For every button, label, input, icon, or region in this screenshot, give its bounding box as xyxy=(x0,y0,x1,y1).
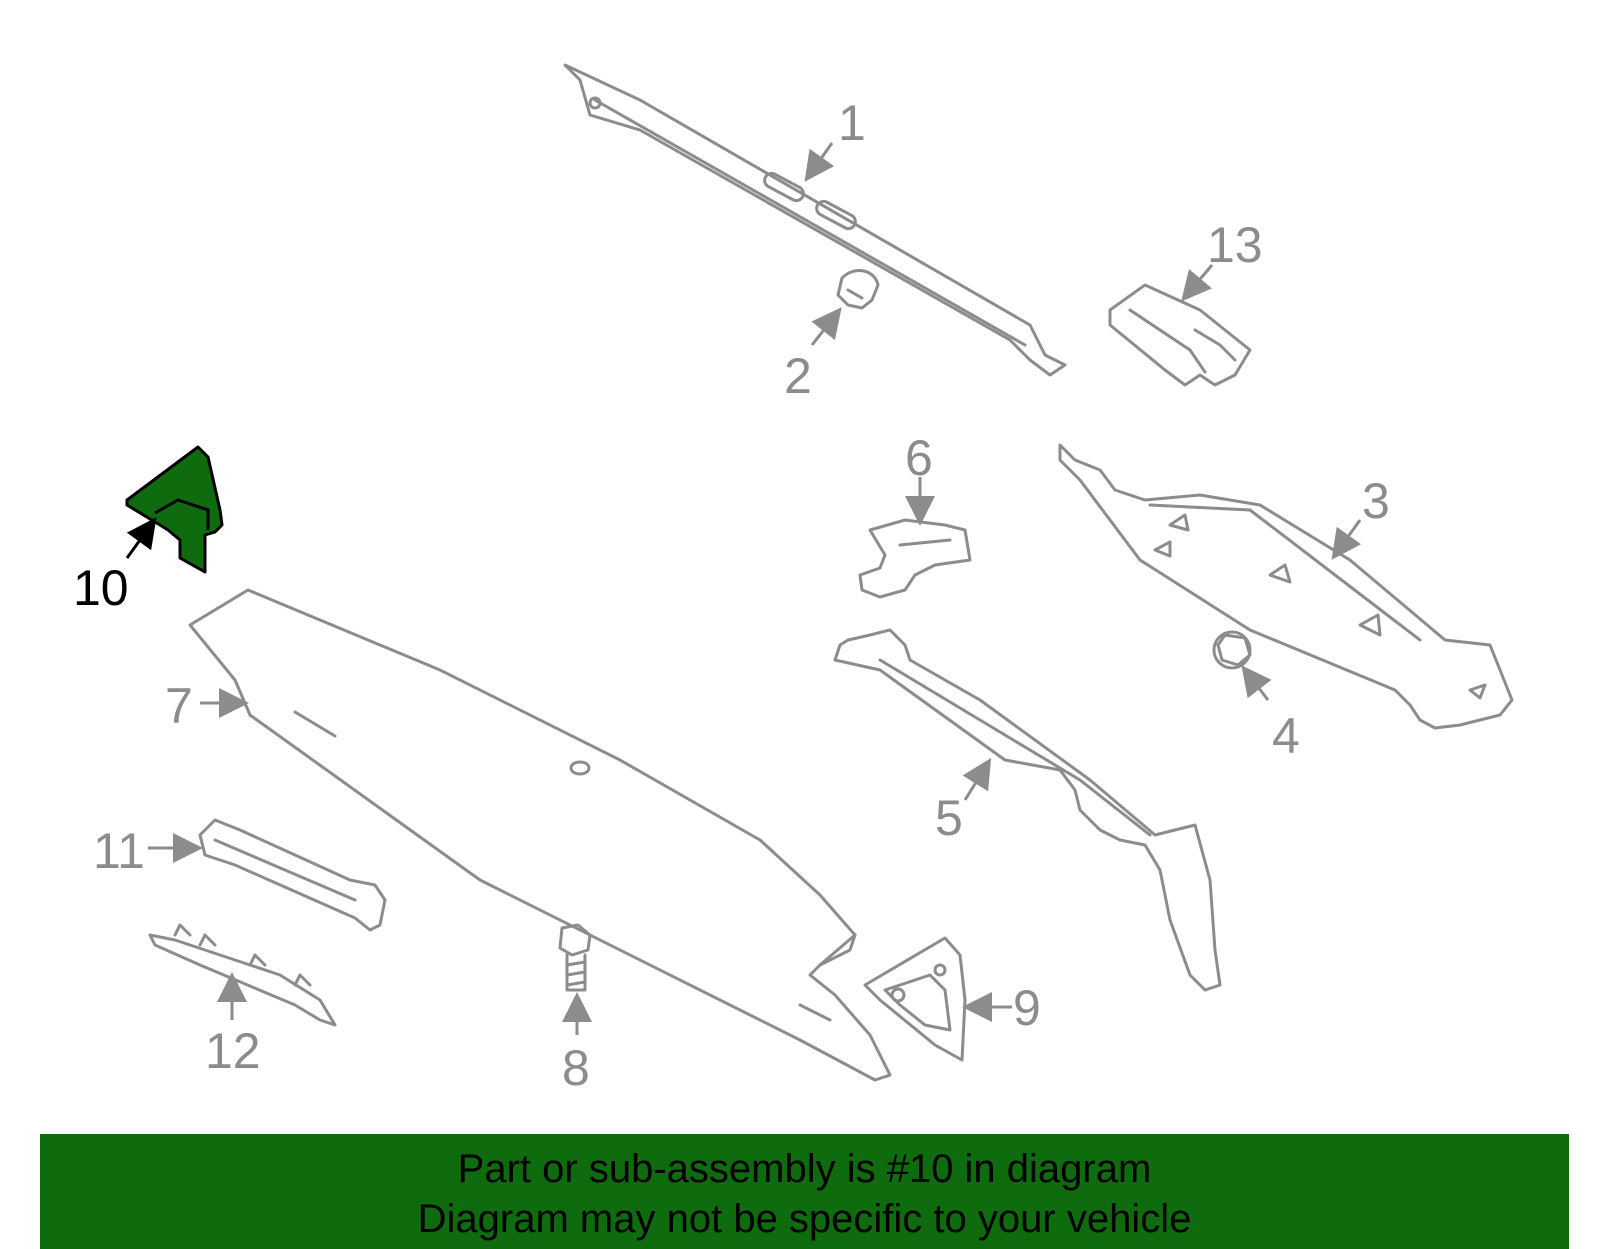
part-7-spoiler[interactable] xyxy=(188,588,892,1082)
callout-13: 13 xyxy=(1207,217,1263,273)
callout-12: 12 xyxy=(205,1023,261,1079)
callout-10: 10 xyxy=(73,560,129,616)
part-9-corner[interactable] xyxy=(863,936,967,1062)
part-12-seal[interactable] xyxy=(148,923,337,1027)
callout-5: 5 xyxy=(935,790,963,846)
callout-arrows xyxy=(125,142,1362,1035)
banner-line-2: Diagram may not be specific to your vehi… xyxy=(417,1197,1192,1241)
callout-6: 6 xyxy=(905,430,933,486)
part-10-highlighted[interactable] xyxy=(125,445,224,574)
callout-3: 3 xyxy=(1362,473,1390,529)
part-5-long-trim[interactable] xyxy=(833,628,1222,992)
part-8-bolt[interactable] xyxy=(558,923,592,992)
callout-7: 7 xyxy=(165,678,193,734)
callout-4: 4 xyxy=(1272,708,1300,764)
callout-11: 11 xyxy=(93,823,145,879)
callout-2: 2 xyxy=(784,348,812,404)
callout-labels: 1 2 13 6 3 4 5 7 11 12 8 9 10 xyxy=(73,95,1390,1096)
banner-line-1: Part or sub-assembly is #10 in diagram xyxy=(457,1147,1152,1191)
info-banner: Part or sub-assembly is #10 in diagram D… xyxy=(40,1134,1569,1249)
callout-8: 8 xyxy=(562,1040,590,1096)
part-6-bracket[interactable] xyxy=(858,518,972,599)
part-13-bracket[interactable] xyxy=(1108,283,1252,387)
part-2-clip[interactable] xyxy=(836,269,880,310)
part-3-trim-panel[interactable] xyxy=(1058,443,1514,730)
callout-1: 1 xyxy=(838,95,866,151)
part-1-rail[interactable] xyxy=(563,63,1067,377)
part-4-nut[interactable] xyxy=(1212,630,1252,670)
callout-9: 9 xyxy=(1013,980,1041,1036)
part-11-strip[interactable] xyxy=(198,818,387,932)
